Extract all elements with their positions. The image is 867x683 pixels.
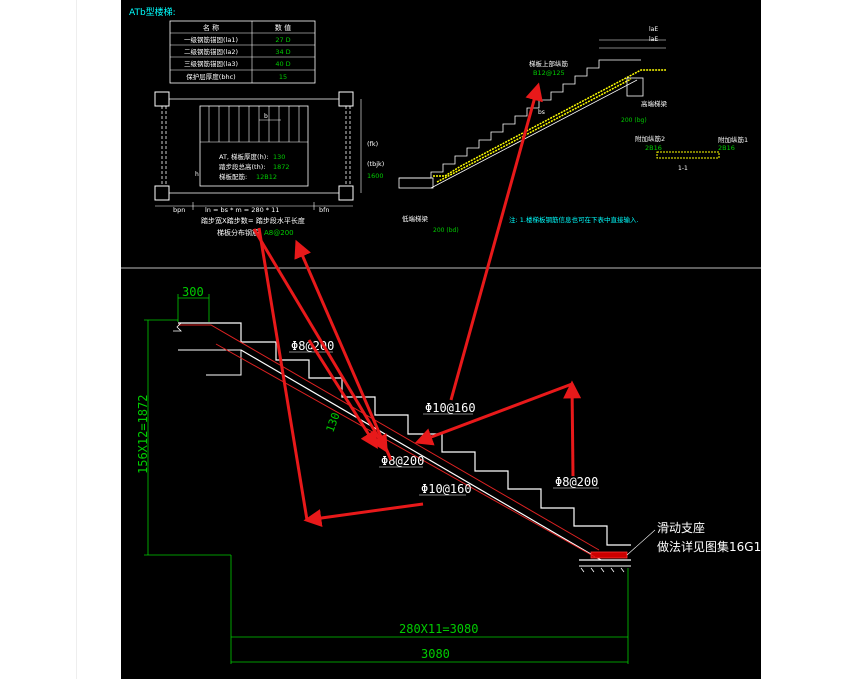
rebar-label-e[interactable]: Φ8@200 [555, 475, 598, 489]
table-cell-value[interactable]: 27 D [275, 36, 290, 44]
plan-thickness-label: AT, 梯板厚度(h): [219, 152, 268, 161]
plan-label-h: h [195, 171, 199, 178]
section-top-rebar-label: 梯板上部纵筋 [529, 59, 569, 68]
table-cell-name: 三级钢筋锚固(la3) [184, 59, 238, 68]
rebar-label-d[interactable]: Φ10@160 [421, 482, 472, 496]
table-cell-value[interactable]: 34 D [275, 48, 290, 56]
plan-caption-steps: 踏步宽X踏步数= 踏步段水平长度 [201, 216, 305, 225]
section-note: 注: 1.楼梯板钢筋信息也可在下表中直接输入. [509, 215, 639, 224]
rebar-label-b[interactable]: Φ10@160 [425, 401, 476, 415]
section-top-rebar-value[interactable]: B12@125 [533, 69, 565, 77]
stair-steps-outline [178, 322, 631, 546]
section-beam-high: 高端梯梁 [641, 99, 668, 108]
support-note: 做法详见图集16G101-2 [657, 539, 761, 554]
plan-height-label: 踏步段总高(th): [219, 162, 265, 171]
section-la-top1: laE [649, 26, 658, 33]
plan-rebar-value[interactable]: 12B12 [256, 173, 277, 181]
plan-label-tbjk: (tbjk) [367, 160, 384, 168]
stair-plan: b h AT, 梯板厚度(h): 130 踏步段总高(th): 1872 梯板配… [154, 91, 384, 237]
table-cell-value[interactable]: 15 [279, 73, 287, 81]
arrow-to-rebar-c [252, 228, 388, 454]
arrow-from-dist [294, 239, 393, 461]
stair-section: laE laE 梯板上部纵筋 B12@125 高端梯梁 bs 200 (bg) … [398, 26, 748, 234]
arrow-rebar-a [307, 339, 378, 450]
plan-value-tbjk[interactable]: 1600 [367, 172, 384, 180]
section-dim-bd[interactable]: 200 (bd) [433, 227, 459, 234]
support-title: 滑动支座 [657, 520, 705, 535]
plan-rebar-label: 梯板配筋: [219, 172, 247, 181]
stair-soffit [240, 349, 602, 561]
section-beam-low: 低端梯梁 [402, 214, 429, 223]
cad-canvas[interactable]: ATb型楼梯: 名 称 数 值 一级钢筋锚固(la1) 27 D 二级钢筋锚固(… [121, 0, 788, 679]
right-gutter [761, 0, 867, 679]
gutter-divider [76, 0, 77, 679]
bottom-panel: 300 156X12=1872 130 Φ8@200 Φ10@160 Φ8@20… [136, 285, 788, 664]
table-cell-name: 保护层厚度(bhc) [186, 72, 235, 81]
top-panel: ATb型楼梯: 名 称 数 值 一级钢筋锚固(la1) 27 D 二级钢筋锚固(… [129, 6, 748, 237]
plan-dim-bpn: bpn [173, 206, 185, 214]
dim-total: 3080 [421, 647, 450, 661]
section-bs: bs [538, 109, 545, 116]
table-cell-name: 二级钢筋锚固(la2) [184, 47, 238, 56]
plan-label-fk: (fk) [367, 140, 378, 148]
param-table: 名 称 数 值 一级钢筋锚固(la1) 27 D 二级钢筋锚固(la2) 34 … [169, 20, 316, 84]
dim-steps: 280X11=3080 [399, 622, 478, 636]
plan-thickness-value[interactable]: 130 [273, 153, 285, 161]
section-extra1-label: 附加纵筋2 [635, 134, 665, 143]
section-dim-bg[interactable]: 200 (bg) [621, 117, 647, 124]
dim-top: 300 [182, 285, 204, 299]
table-header-value: 数 值 [275, 23, 291, 32]
table-header-name: 名 称 [203, 23, 219, 32]
plan-dim-right: bfn [319, 206, 330, 214]
arrow-to-rebar-e [563, 380, 582, 477]
plan-label-b: b [264, 113, 268, 120]
arrow-to-top-rebar [449, 82, 543, 401]
arrow-cross [414, 382, 573, 446]
section-extra2-value[interactable]: 2B16 [718, 144, 735, 152]
cad-drawing: ATb型楼梯: 名 称 数 值 一级钢筋锚固(la1) 27 D 二级钢筋锚固(… [121, 6, 788, 664]
rebar-label-c[interactable]: Φ8@200 [381, 454, 424, 468]
arrow-shaft [257, 227, 309, 521]
annotation-arrows [252, 82, 582, 527]
plan-caption-dist-label: 梯板分布钢筋: [217, 228, 261, 237]
height-dimension: 156X12=1872 [136, 395, 150, 474]
left-gutter [0, 0, 121, 679]
table-cell-name: 一级钢筋锚固(la1) [184, 35, 238, 44]
table-cell-value[interactable]: 40 D [275, 60, 290, 68]
plan-height-value[interactable]: 1872 [273, 163, 290, 171]
section-extra1-value[interactable]: 2B16 [645, 144, 662, 152]
section-extra2-label: 附加纵筋1 [718, 135, 748, 144]
plan-caption-dist-value[interactable]: A8@200 [264, 229, 294, 237]
section-mark: 1-1 [678, 165, 688, 172]
panel-title: ATb型楼梯: [129, 6, 176, 18]
plan-dim-mid: ln = bs * m = 280 * 11 [205, 206, 279, 214]
thickness-label: 130 [324, 411, 343, 434]
arrow-to-plan [303, 502, 424, 527]
section-la-top2: laE [649, 36, 658, 43]
